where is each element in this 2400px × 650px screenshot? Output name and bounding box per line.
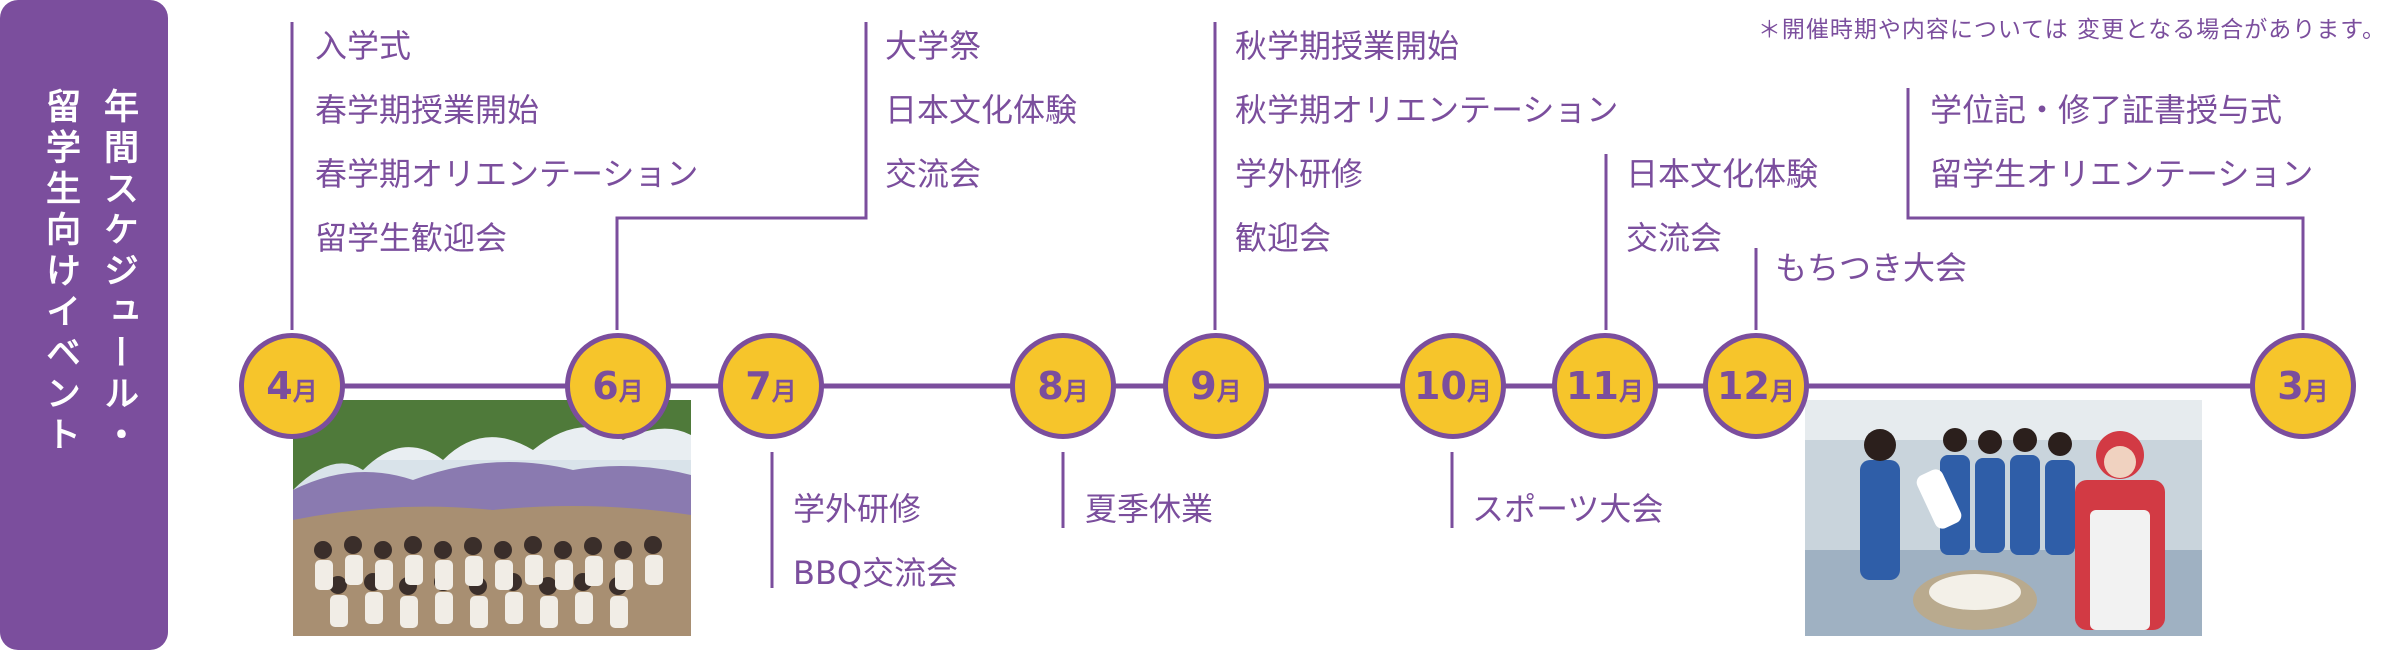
event-jun-1: 大学祭 — [885, 27, 982, 65]
event-apr-1: 入学式 — [315, 27, 412, 65]
month-unit: 月 — [1466, 377, 1492, 406]
event-jun-2: 日本文化体験 — [885, 91, 1078, 129]
event-sep-3: 学外研修 — [1235, 155, 1364, 193]
month-number: 9 — [1190, 364, 1217, 408]
month-number: 10 — [1414, 364, 1467, 408]
month-number: 8 — [1037, 364, 1064, 408]
event-oct-1: スポーツ大会 — [1472, 490, 1664, 528]
event-sep-4: 歓迎会 — [1235, 219, 1332, 257]
event-dec-1: もちつき大会 — [1775, 249, 1968, 287]
event-jul-1: 学外研修 — [793, 490, 922, 528]
month-number: 12 — [1717, 364, 1770, 408]
event-nov-1: 日本文化体験 — [1626, 155, 1819, 193]
event-nov-2: 交流会 — [1626, 219, 1723, 257]
title-line-2: 留学生向けイベント — [40, 88, 80, 457]
connector-jun — [615, 22, 868, 330]
month-number: 3 — [2277, 364, 2304, 408]
month-number: 7 — [745, 364, 772, 408]
month-unit: 月 — [1618, 377, 1644, 406]
event-jul-2: BBQ交流会 — [793, 554, 959, 592]
event-mar-2: 留学生オリエンテーション — [1930, 155, 2314, 193]
event-apr-2: 春学期授業開始 — [315, 91, 540, 129]
title-line-1: 年間スケジュール・ — [98, 88, 138, 457]
event-sep-2: 秋学期オリエンテーション — [1235, 91, 1619, 129]
change-notice: ＊開催時期や内容については 変更となる場合があります。 — [1757, 17, 2386, 43]
month-number: 4 — [266, 364, 293, 408]
month-unit: 月 — [1216, 377, 1242, 406]
event-jun-3: 交流会 — [885, 155, 982, 193]
event-apr-3: 春学期オリエンテーション — [315, 155, 699, 193]
event-mar-1: 学位記・修了証書授与式 — [1930, 91, 2283, 129]
month-number: 6 — [592, 364, 619, 408]
month-unit: 月 — [1769, 377, 1795, 406]
mochi-pounding-photo — [1805, 400, 2202, 636]
event-aug-1: 夏季休業 — [1085, 490, 1214, 528]
month-unit: 月 — [1063, 377, 1089, 406]
month-unit: 月 — [2303, 377, 2329, 406]
month-number: 11 — [1566, 364, 1619, 408]
month-unit: 月 — [292, 377, 318, 406]
event-sep-1: 秋学期授業開始 — [1235, 27, 1460, 65]
event-apr-4: 留学生歓迎会 — [315, 219, 508, 257]
month-unit: 月 — [771, 377, 797, 406]
month-unit: 月 — [618, 377, 644, 406]
title-banner: 年間スケジュール・ 留学生向けイベント — [0, 0, 168, 650]
connector-mar — [1906, 88, 2305, 330]
group-photo-spring — [293, 400, 691, 636]
